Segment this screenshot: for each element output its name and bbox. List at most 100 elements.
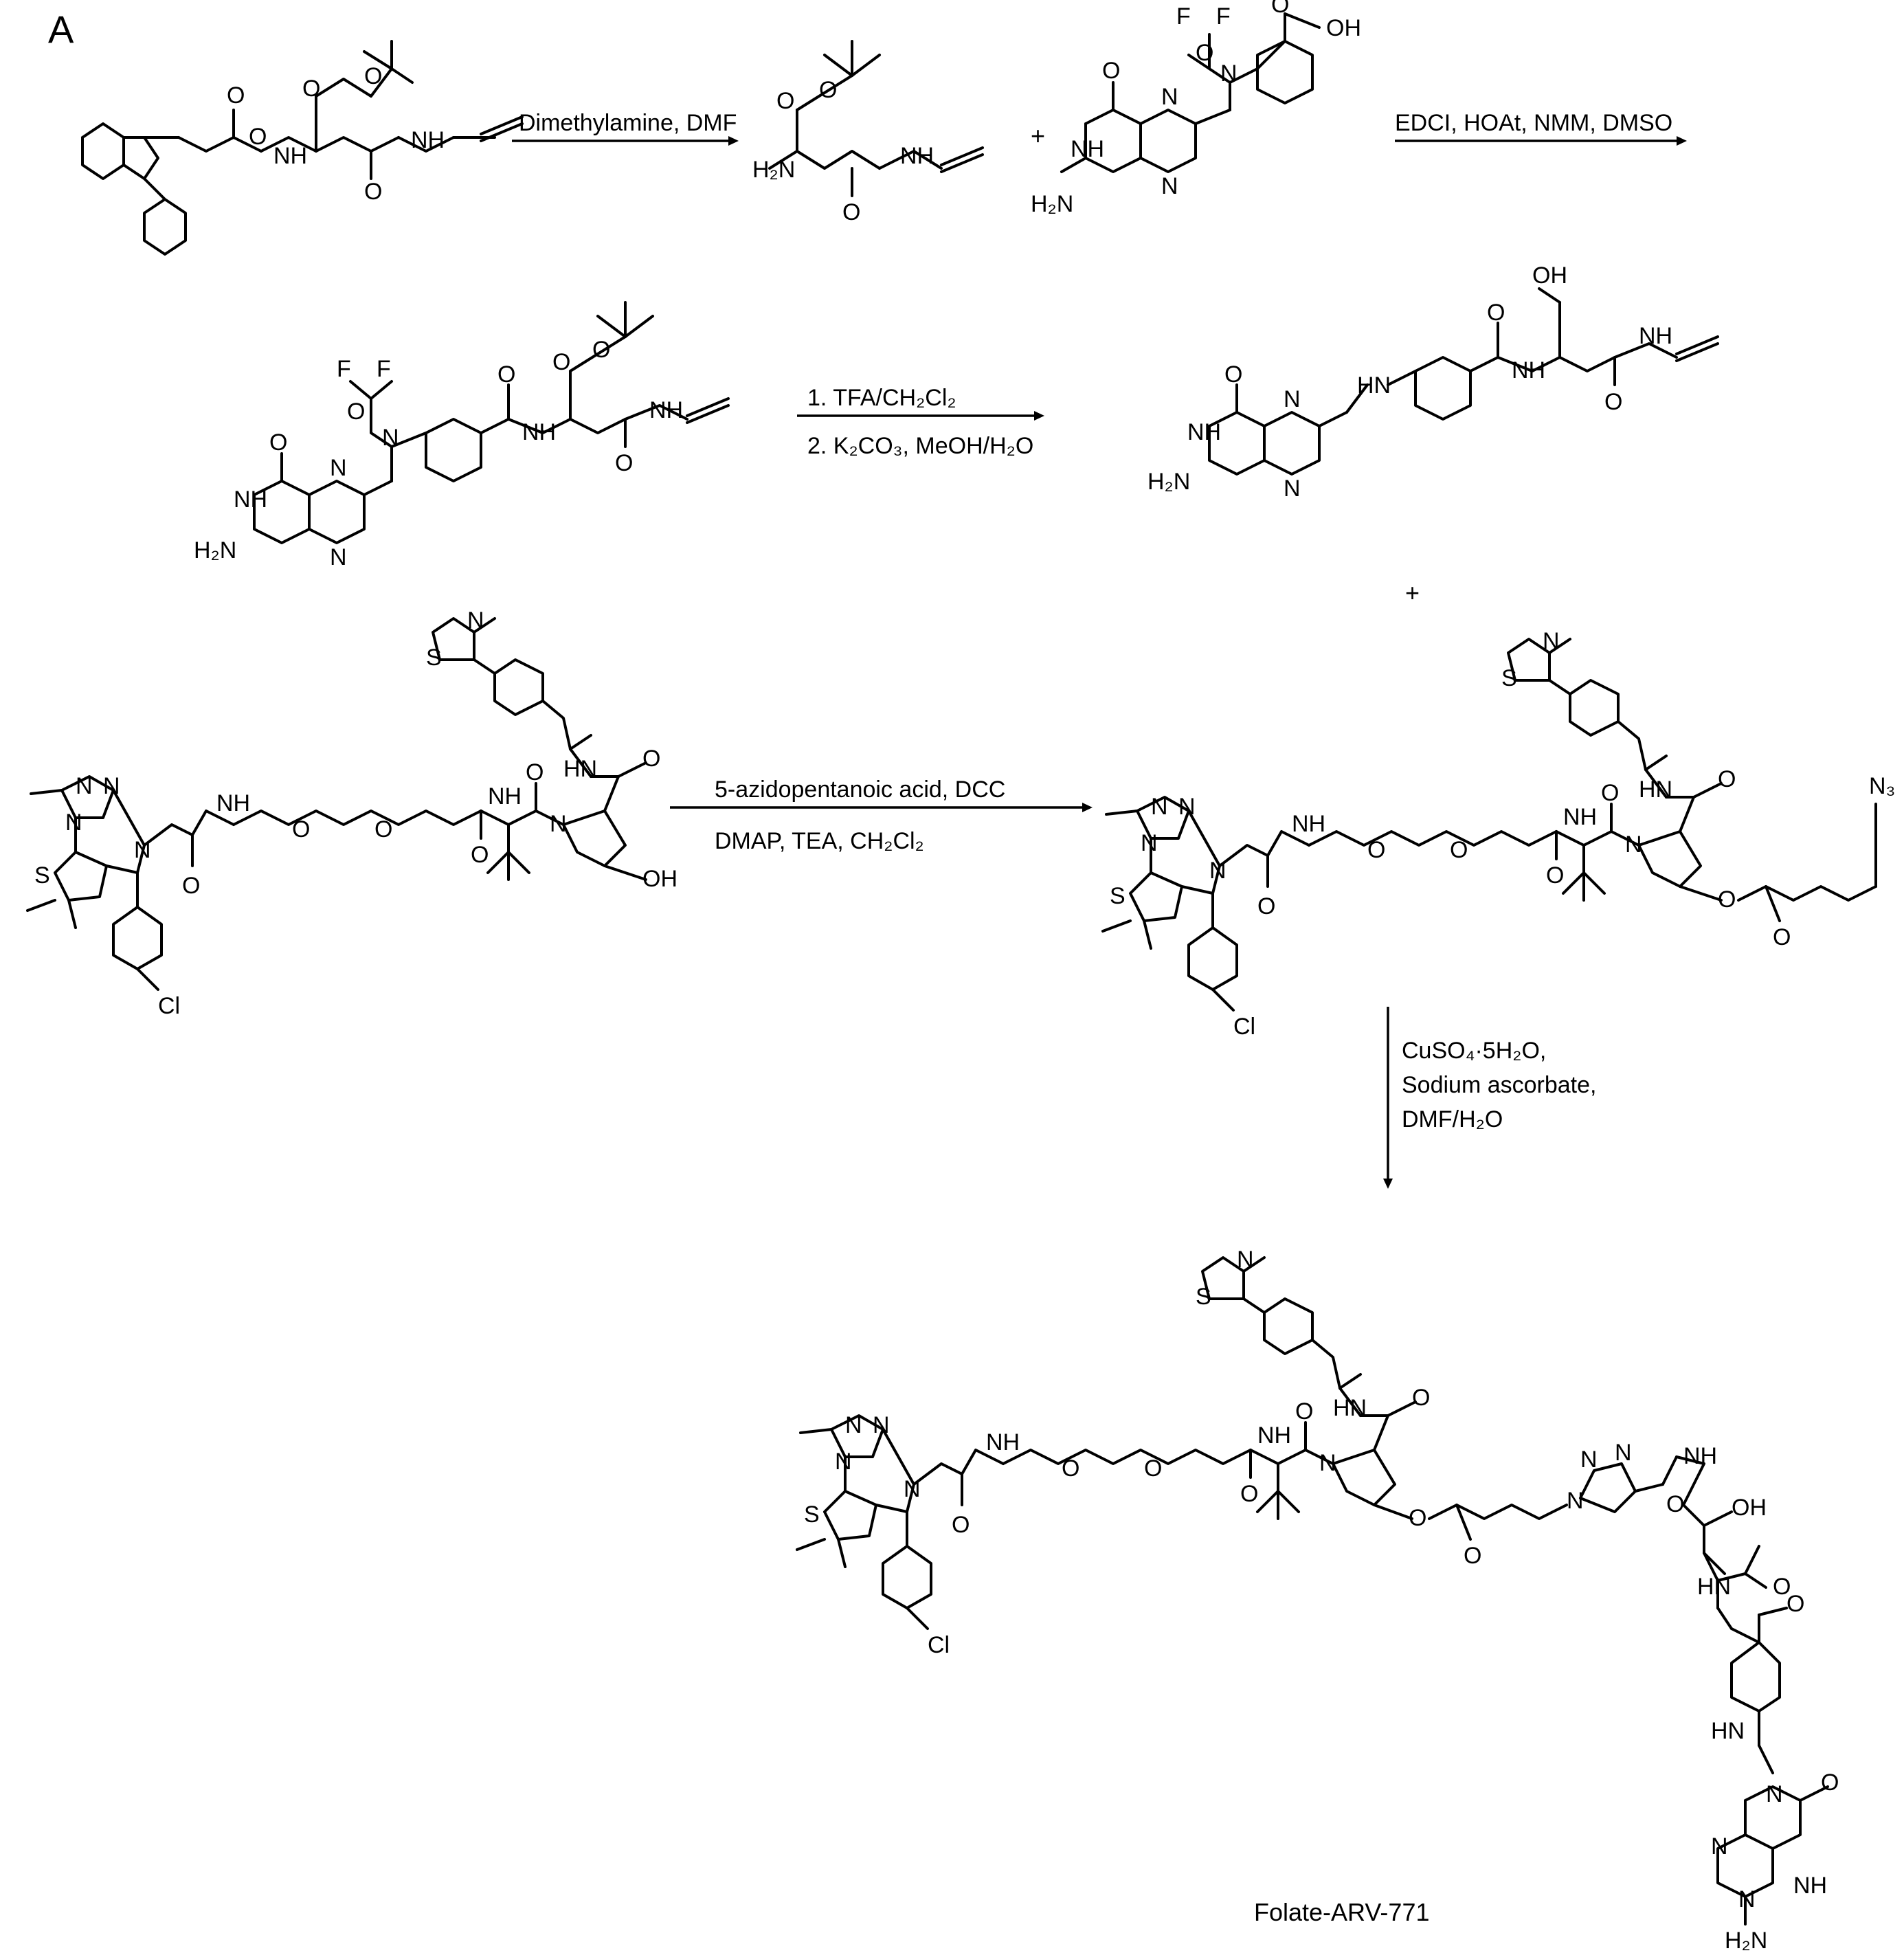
plus-sign-1: + — [1031, 122, 1045, 150]
svg-text:NH: NH — [1639, 323, 1672, 349]
svg-text:O: O — [592, 337, 610, 363]
svg-text:S: S — [1110, 883, 1125, 909]
svg-text:OH: OH — [1532, 263, 1567, 289]
svg-text:OH: OH — [1732, 1495, 1767, 1521]
svg-text:S: S — [34, 862, 50, 889]
svg-text:NH: NH — [649, 397, 683, 423]
step5-line1: CuSO₄·5H₂O, — [1402, 1038, 1546, 1064]
svg-text:N: N — [382, 425, 399, 451]
svg-text:O: O — [269, 429, 287, 456]
svg-text:O: O — [1773, 924, 1791, 950]
svg-text:HN: HN — [1697, 1574, 1731, 1600]
svg-text:HN: HN — [1711, 1718, 1745, 1744]
svg-text:S: S — [426, 645, 442, 671]
step4-line2: DMAP, TEA, CH₂Cl₂ — [715, 828, 924, 854]
svg-text:N: N — [1615, 1440, 1632, 1466]
svg-text:O: O — [615, 450, 633, 476]
svg-text:O: O — [1102, 58, 1120, 84]
svg-text:N: N — [1319, 1450, 1336, 1476]
svg-text:NH: NH — [986, 1429, 1020, 1455]
svg-text:Cl: Cl — [928, 1632, 950, 1658]
svg-text:F: F — [1176, 3, 1191, 30]
structure-tfa-pteroic-acid: O NH H₂N N N N F F O OH O — [1031, 0, 1361, 217]
svg-text:O: O — [1718, 766, 1736, 792]
svg-text:F: F — [337, 356, 351, 382]
svg-text:O: O — [842, 199, 860, 225]
svg-text:H₂N: H₂N — [194, 537, 236, 563]
svg-text:H₂N: H₂N — [1147, 469, 1190, 495]
svg-text:N: N — [1209, 858, 1227, 884]
svg-text:O: O — [1409, 1505, 1426, 1531]
svg-text:N: N — [835, 1449, 852, 1475]
step2-conditions: EDCI, HOAt, NMM, DMSO — [1395, 110, 1672, 136]
svg-text:O: O — [1450, 837, 1468, 863]
svg-text:N: N — [873, 1412, 890, 1438]
svg-text:NH: NH — [1071, 136, 1104, 162]
structure-amine-glu-propargyl: H₂N O O O NH — [752, 40, 984, 225]
svg-text:N: N — [1284, 476, 1301, 502]
svg-text:O: O — [1487, 300, 1505, 326]
svg-text:NH: NH — [273, 143, 307, 169]
svg-text:Cl: Cl — [1233, 1014, 1255, 1040]
svg-text:HN: HN — [1333, 1395, 1367, 1421]
svg-text:N₃: N₃ — [1869, 773, 1895, 799]
svg-text:O: O — [302, 76, 320, 102]
structure-arv771-alcohol: N N N S N Cl O NH O O O NH O N OH O HN N… — [26, 607, 677, 1019]
svg-text:N: N — [1567, 1488, 1584, 1514]
svg-text:N: N — [1543, 628, 1560, 654]
svg-text:N: N — [1711, 1833, 1728, 1860]
svg-text:O: O — [497, 361, 515, 388]
svg-text:N: N — [1237, 1247, 1254, 1273]
svg-text:N: N — [65, 810, 82, 836]
svg-text:NH: NH — [216, 790, 250, 816]
svg-text:O: O — [952, 1512, 970, 1538]
svg-text:OH: OH — [1326, 15, 1361, 41]
step5-line3: DMF/H₂O — [1402, 1106, 1503, 1132]
svg-text:O: O — [1787, 1591, 1804, 1617]
svg-text:N: N — [467, 607, 484, 634]
svg-text:N: N — [1766, 1781, 1783, 1807]
svg-text:N: N — [330, 544, 347, 570]
svg-text:O: O — [552, 349, 570, 375]
svg-text:S: S — [1196, 1284, 1211, 1310]
svg-text:O: O — [1412, 1385, 1430, 1411]
svg-text:O: O — [347, 399, 365, 425]
svg-text:NH: NH — [488, 783, 522, 810]
svg-text:O: O — [1464, 1543, 1481, 1569]
svg-text:NH: NH — [522, 419, 556, 445]
svg-text:F: F — [1216, 3, 1231, 30]
step4-line1: 5-azidopentanoic acid, DCC — [715, 777, 1005, 803]
svg-text:H₂N: H₂N — [1031, 191, 1073, 217]
svg-text:N: N — [1151, 794, 1168, 820]
svg-text:O: O — [1224, 361, 1242, 388]
svg-text:N: N — [1284, 386, 1301, 412]
svg-text:NH: NH — [1512, 357, 1545, 383]
svg-text:O: O — [1062, 1455, 1079, 1482]
svg-text:O: O — [292, 816, 310, 842]
product-name: Folate-ARV-771 — [1254, 1898, 1429, 1926]
structure-protected-folate-alkyne: O NH H₂N N N N F F O O NH O O O NH — [194, 301, 730, 570]
svg-text:NH: NH — [1257, 1422, 1291, 1449]
svg-text:O: O — [1666, 1491, 1684, 1517]
svg-text:O: O — [642, 746, 660, 772]
svg-text:O: O — [1367, 837, 1385, 863]
svg-text:O: O — [1295, 1398, 1313, 1425]
svg-text:O: O — [364, 179, 382, 205]
svg-text:H₂N: H₂N — [752, 157, 795, 183]
svg-text:O: O — [819, 77, 837, 103]
svg-text:N: N — [1220, 60, 1237, 87]
svg-text:N: N — [330, 455, 347, 481]
svg-text:O: O — [1196, 40, 1213, 66]
svg-text:N: N — [76, 773, 93, 799]
svg-text:NH: NH — [1292, 811, 1325, 837]
svg-text:N: N — [1738, 1886, 1756, 1912]
svg-text:O: O — [776, 88, 794, 114]
svg-text:O: O — [1546, 862, 1564, 889]
svg-text:O: O — [364, 63, 382, 89]
step1-conditions: Dimethylamine, DMF — [519, 110, 737, 136]
svg-text:O: O — [1240, 1481, 1258, 1507]
svg-text:OH: OH — [642, 866, 677, 892]
svg-text:N: N — [904, 1476, 921, 1502]
svg-text:O: O — [1718, 886, 1736, 913]
svg-text:O: O — [471, 842, 489, 868]
